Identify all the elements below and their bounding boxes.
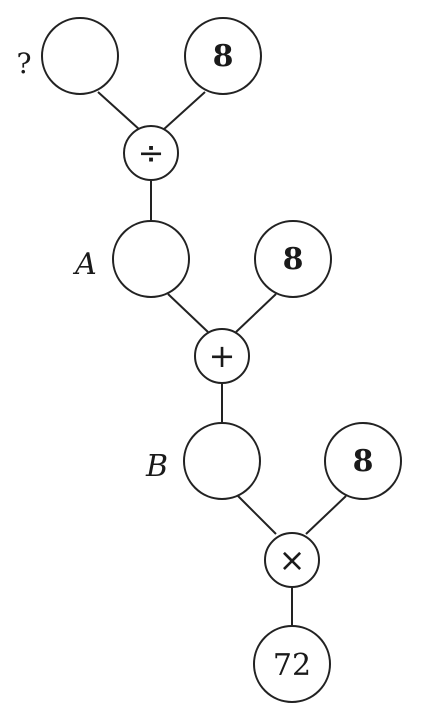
edge-eight-top-to-divide xyxy=(162,91,206,131)
times-operator-node xyxy=(264,532,320,588)
b-node xyxy=(183,422,261,500)
plus-operator-node xyxy=(194,328,250,384)
a-node xyxy=(112,220,190,298)
times-symbol: × xyxy=(279,541,306,579)
divide-symbol: ÷ xyxy=(138,134,165,172)
result-node xyxy=(253,625,331,703)
edge-b-to-times xyxy=(237,495,277,535)
unknown-node xyxy=(41,17,119,95)
eight-node-bottom xyxy=(324,422,402,500)
plus-symbol: + xyxy=(209,337,236,375)
result-value: 72 xyxy=(273,648,311,683)
eight-node-top xyxy=(184,17,262,95)
eight-value-bottom: 8 xyxy=(353,444,374,479)
eight-value-top: 8 xyxy=(213,39,234,74)
edge-eight-bottom-to-times xyxy=(305,495,347,535)
label-a: A xyxy=(72,247,97,282)
edge-eight-middle-to-plus xyxy=(235,293,277,333)
edge-unknown-to-divide xyxy=(97,91,141,131)
divide-operator-node xyxy=(123,125,179,181)
question-mark: ? xyxy=(16,47,31,80)
eight-value-middle: 8 xyxy=(283,242,304,277)
edge-a-to-plus xyxy=(167,293,209,333)
eight-node-middle xyxy=(254,220,332,298)
label-b: B xyxy=(145,449,168,484)
